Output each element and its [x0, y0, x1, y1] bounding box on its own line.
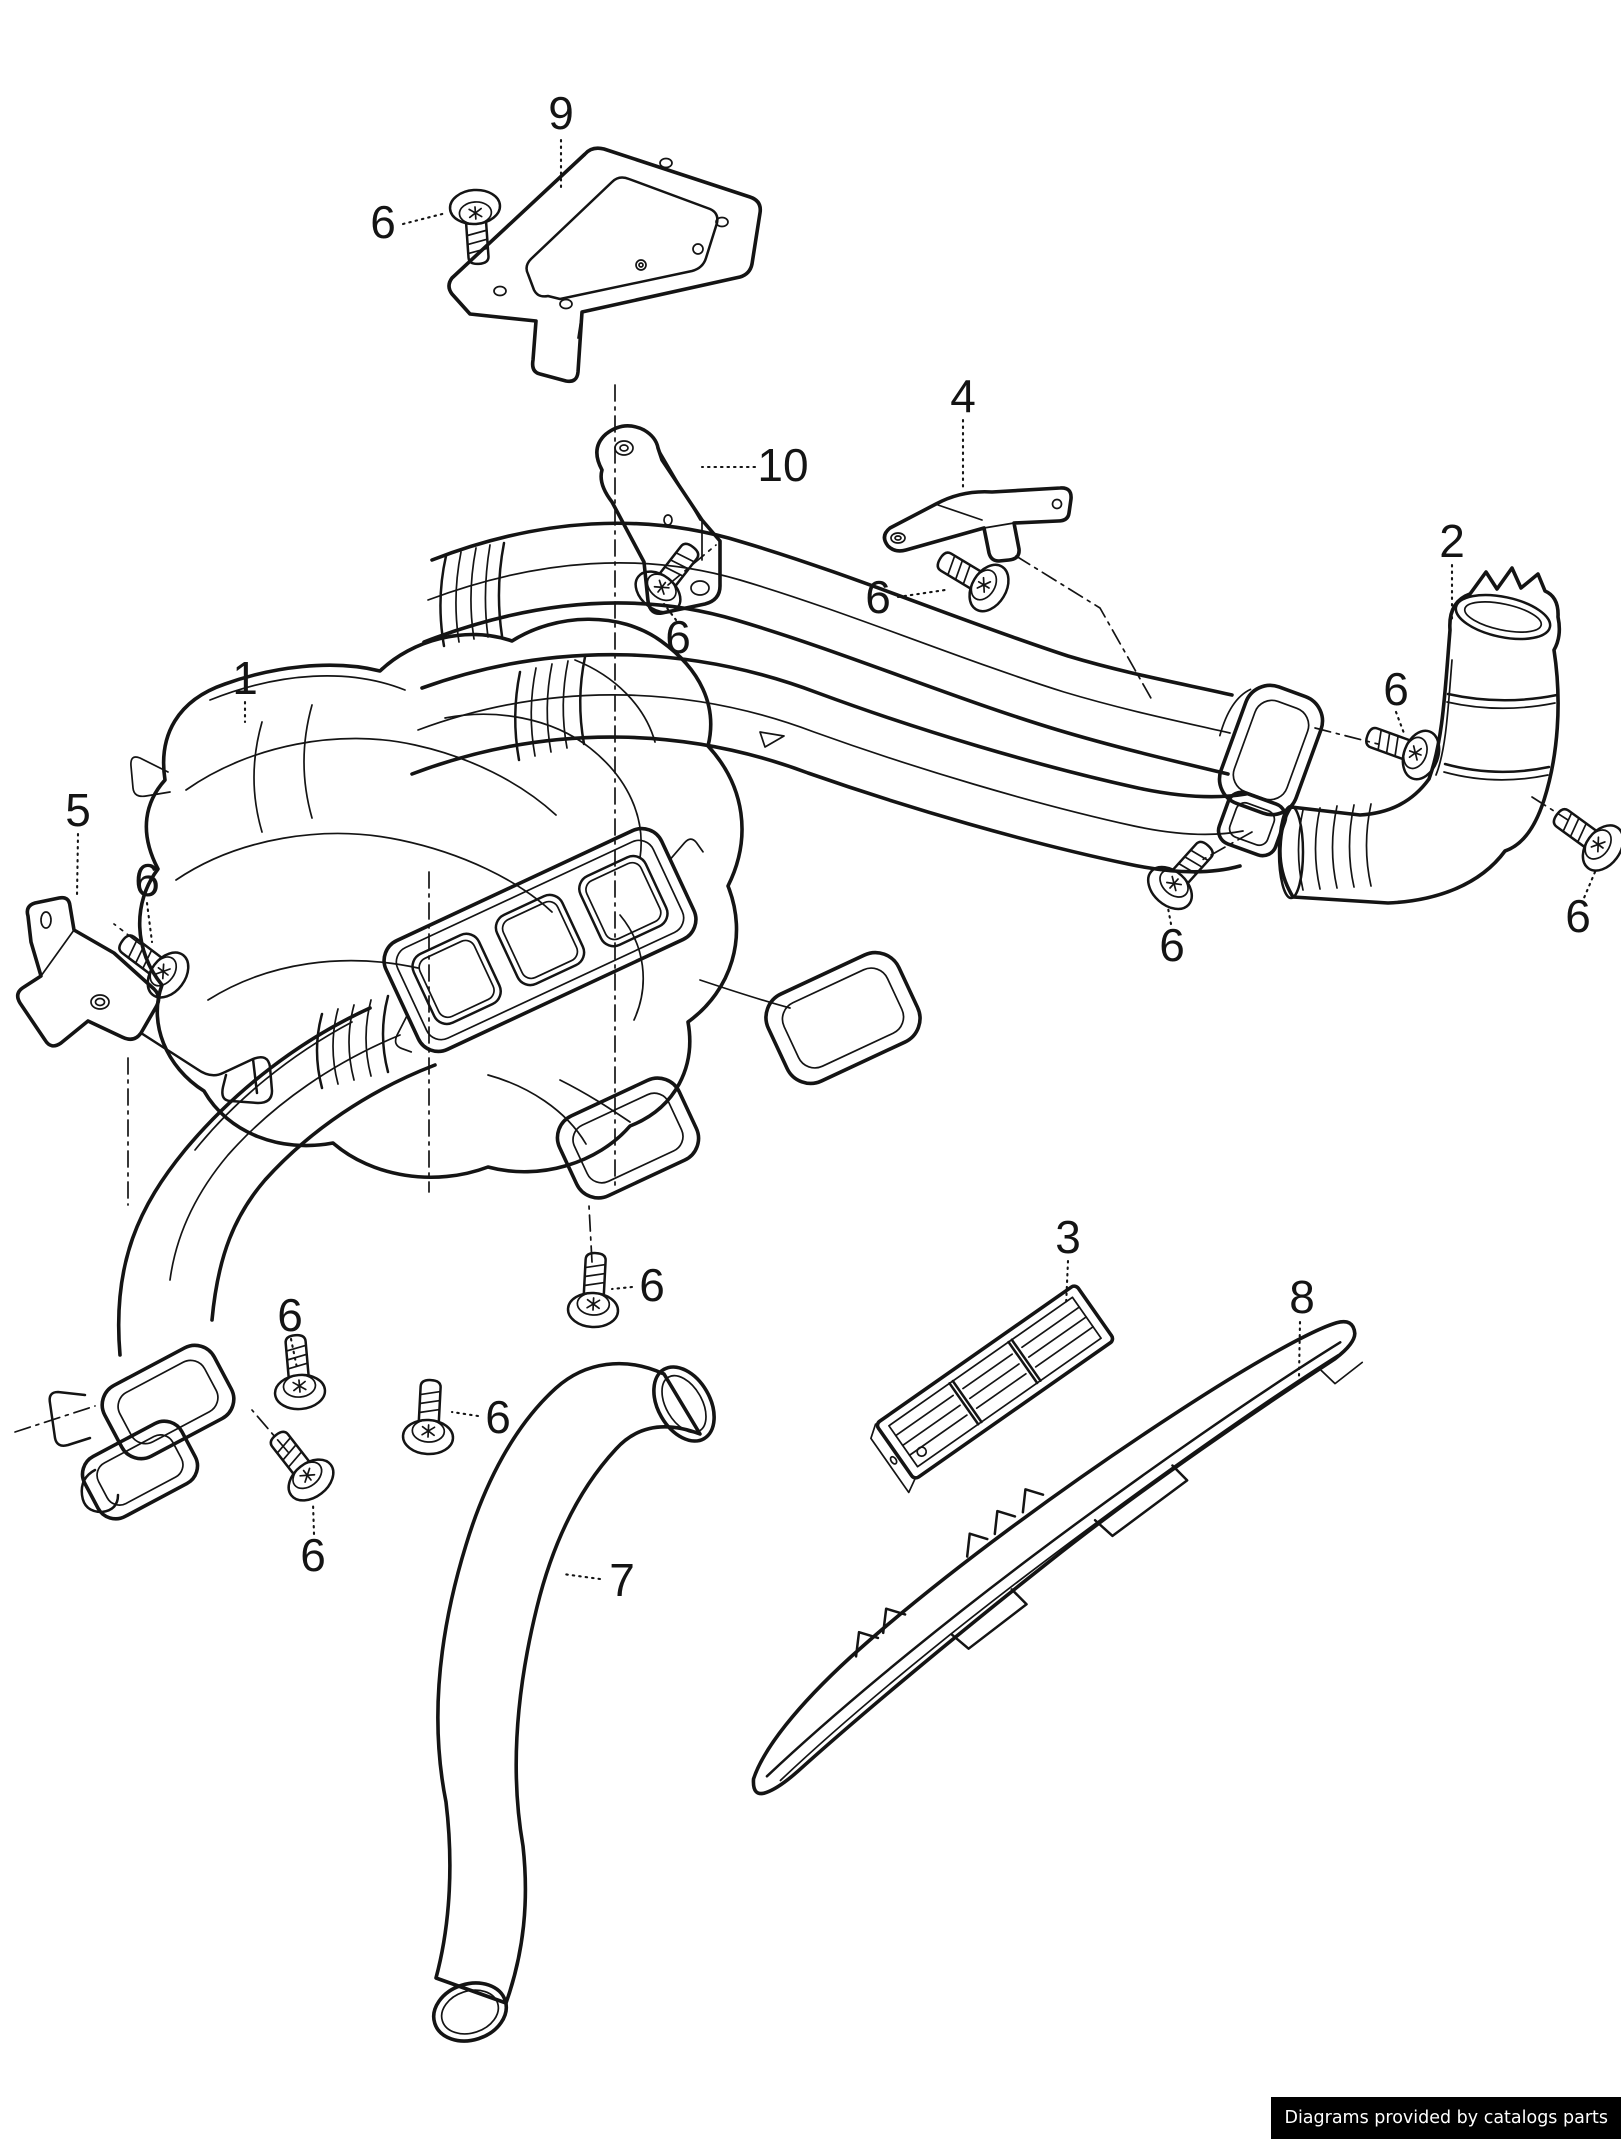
part-number-label: 6 — [665, 611, 691, 663]
screw-icon — [565, 1250, 623, 1330]
part-number-label: 2 — [1439, 515, 1465, 567]
part-number-label: 6 — [1565, 890, 1591, 942]
part-4-bracket — [882, 486, 1073, 563]
part-number-label: 10 — [757, 439, 808, 491]
part-number-label: 6 — [370, 196, 396, 248]
part-number-label: 6 — [134, 854, 160, 906]
part-number-label: 6 — [1383, 663, 1409, 715]
screw-icon — [106, 919, 198, 1007]
part-number-label: 6 — [639, 1259, 665, 1311]
part-number-label: 6 — [865, 571, 891, 623]
part-2-curved-duct — [1277, 566, 1562, 905]
callouts: 1 2 3 4 5 7 8 9 10 6 6 6 6 6 6 6 6 — [65, 87, 1597, 1606]
screw-icon — [268, 1331, 328, 1413]
screw-icon — [254, 1418, 343, 1511]
screw-icon — [1540, 793, 1621, 880]
part-number-label: 9 — [548, 87, 574, 139]
footer-credit: Diagrams provided by catalogs parts — [1271, 2097, 1621, 2139]
part-number-label: 8 — [1289, 1271, 1315, 1323]
part-number-label: 7 — [609, 1554, 635, 1606]
part-8-defroster-vent — [751, 1319, 1364, 1796]
assembly-axis-lines — [14, 384, 1569, 1453]
part-9-mounting-plate — [447, 146, 763, 384]
part-3-ventilation-grille — [870, 1284, 1115, 1494]
part-number-label: 6 — [485, 1391, 511, 1443]
screws — [106, 187, 1621, 1511]
screw-icon — [926, 535, 1018, 620]
part-number-label: 3 — [1055, 1211, 1081, 1263]
part-5-bracket — [15, 895, 274, 1105]
part-number-label: 5 — [65, 784, 91, 836]
part-number-label: 6 — [1159, 919, 1185, 971]
screw-icon — [400, 1377, 458, 1457]
part-number-label: 6 — [300, 1529, 326, 1581]
part-number-label: 6 — [277, 1289, 303, 1341]
part-number-label: 4 — [950, 370, 976, 422]
part-7-hose — [431, 1361, 716, 2043]
part-number-label: 1 — [232, 652, 258, 704]
